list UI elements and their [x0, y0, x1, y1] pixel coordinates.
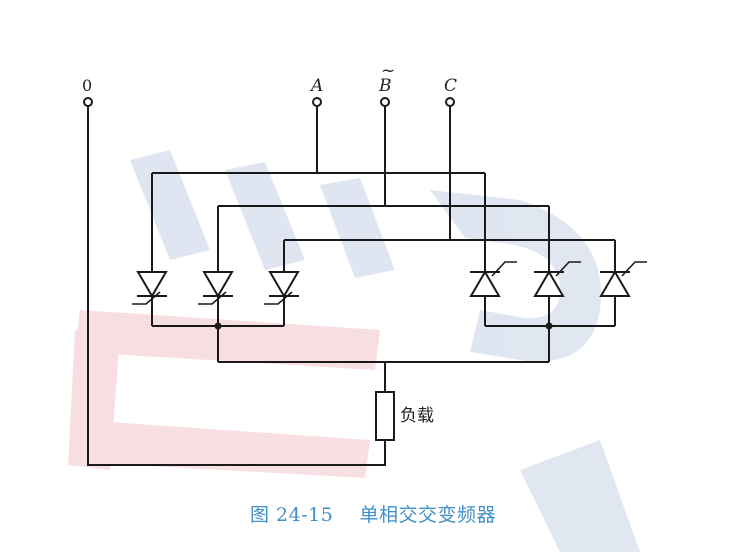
- terminal-c-node: [445, 97, 455, 107]
- junction-positive: [214, 322, 222, 330]
- load-resistor: 负载: [375, 391, 434, 441]
- caption-title: 单相交交变频器: [359, 504, 496, 526]
- figure-caption: 图 24-15 单相交交变频器: [0, 500, 746, 527]
- watermark-blue-stroke-4: [520, 440, 640, 552]
- thyristor-p2: [198, 271, 234, 305]
- junction-negative: [545, 322, 553, 330]
- watermark-blue-p: [430, 190, 601, 362]
- terminal-0: 0: [82, 76, 93, 107]
- terminal-0-node: [83, 97, 93, 107]
- watermark-red-stroke-2: [78, 420, 370, 478]
- watermark-red-stroke-3: [68, 330, 120, 470]
- terminal-b-label: B: [378, 76, 392, 96]
- watermark-blue-stroke-1: [130, 150, 210, 260]
- wiring: [87, 106, 616, 466]
- caption-figure-number: 图 24-15: [249, 504, 334, 526]
- thyristor-n2: [533, 261, 581, 297]
- terminal-0-label: 0: [82, 76, 92, 95]
- thyristor-p1: [132, 271, 168, 305]
- terminal-c: C: [444, 76, 457, 107]
- wire-neutral: [87, 106, 386, 466]
- terminal-a-label: A: [309, 76, 323, 96]
- terminal-b-tilde: ~: [381, 61, 395, 81]
- terminal-a: A: [309, 76, 323, 107]
- thyristor-n3: [599, 261, 647, 297]
- terminal-b: ~ B: [378, 61, 395, 107]
- terminal-a-node: [312, 97, 322, 107]
- caption-gap: [333, 504, 359, 526]
- load-label: 负载: [400, 406, 434, 426]
- watermark-blue-stroke-2: [225, 162, 305, 270]
- terminal-b-node: [380, 97, 390, 107]
- watermark: [68, 150, 640, 552]
- watermark-blue-stroke-3: [320, 178, 395, 278]
- thyristor-n1: [469, 261, 517, 297]
- terminal-c-label: C: [444, 76, 457, 96]
- thyristor-p3: [264, 271, 300, 305]
